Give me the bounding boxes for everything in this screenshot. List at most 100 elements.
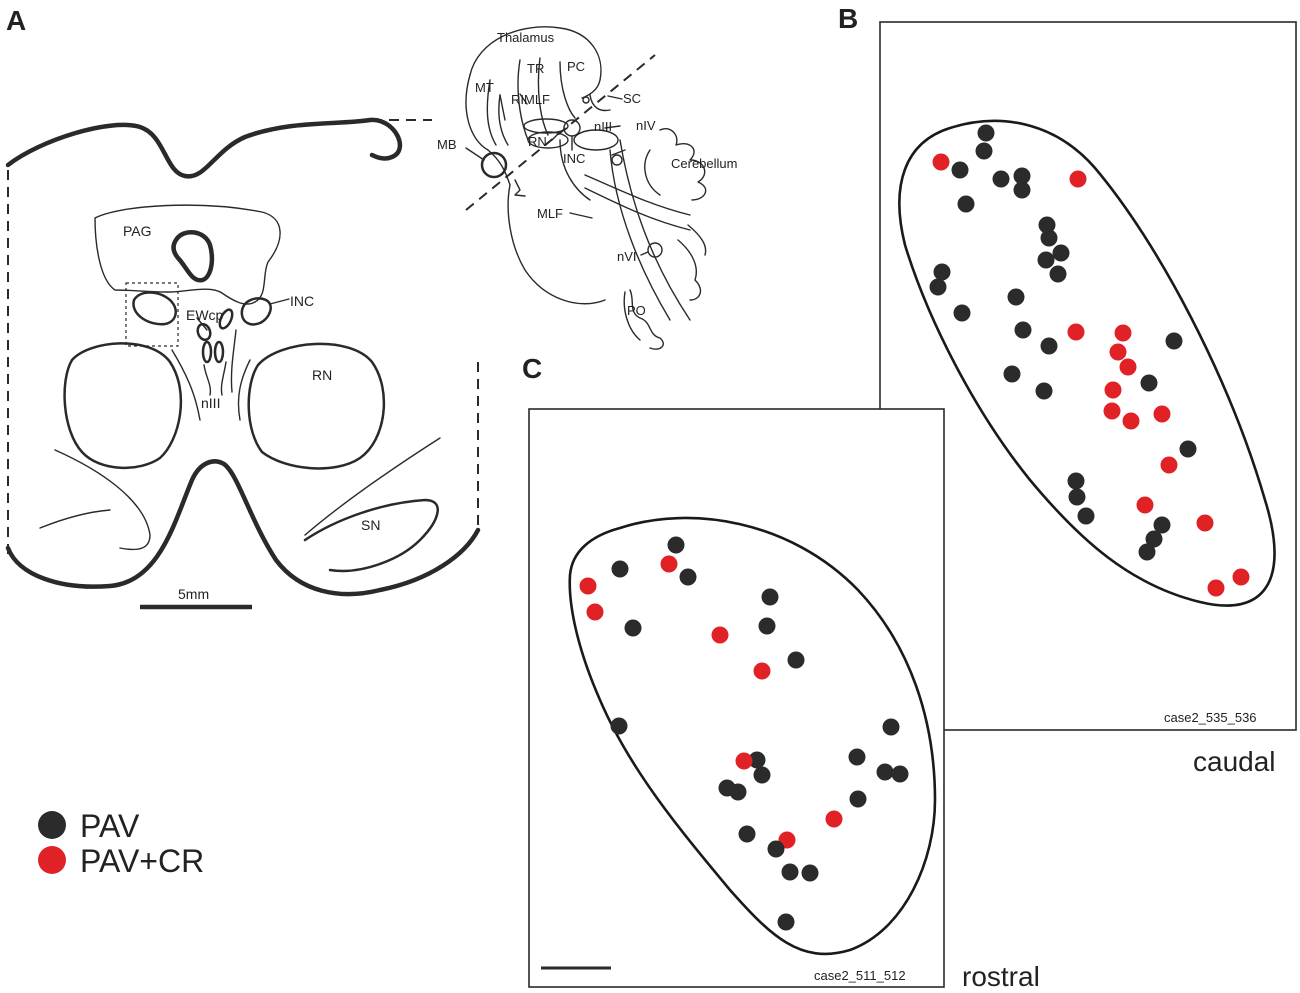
panel-c-pav-cell-24 bbox=[738, 825, 756, 843]
panel-b-pav-cell-34 bbox=[1067, 472, 1085, 490]
legend-marker-pav-cr bbox=[38, 846, 66, 874]
panel-c-pav-cr-cell-6 bbox=[586, 603, 604, 621]
panel-c-nucleus-outline bbox=[568, 516, 937, 956]
panel-c-pav-cell-17 bbox=[753, 766, 771, 784]
panel-b-pav-cell-11 bbox=[1052, 244, 1070, 262]
label-niv: nIV bbox=[636, 118, 656, 133]
panel-b-pav-cell-13 bbox=[1049, 265, 1067, 283]
panel-b-pav-cr-cell-30 bbox=[1153, 405, 1171, 423]
panel-b-pav-cell-37 bbox=[1077, 507, 1095, 525]
panel-c-frame bbox=[528, 408, 945, 988]
panel-c-pav-cr-cell-1 bbox=[660, 555, 678, 573]
label-pag: PAG bbox=[123, 223, 152, 239]
panel-c-pav-cell-22 bbox=[849, 790, 867, 808]
panel-c-pav-cell-18 bbox=[876, 763, 894, 781]
panel-c-direction: rostral bbox=[962, 961, 1040, 992]
panel-b-pav-cr-cell-42 bbox=[1232, 568, 1250, 586]
panel-c-pav-cr-cell-23 bbox=[825, 810, 843, 828]
panel-b-pav-cell-3 bbox=[951, 161, 969, 179]
label-thalamus: Thalamus bbox=[497, 30, 555, 45]
label-cerebellum: Cerebellum bbox=[671, 156, 737, 171]
panel-b-case-label: case2_535_536 bbox=[1164, 710, 1257, 725]
panel-c-pav-cell-16 bbox=[848, 748, 866, 766]
panel-b-pav-cr-cell-20 bbox=[1114, 324, 1132, 342]
label-rn-inset: RN bbox=[528, 134, 547, 149]
panel-b-pav-cell-23 bbox=[1165, 332, 1183, 350]
legend-marker-pav bbox=[38, 811, 66, 839]
panel-b-pav-cell-39 bbox=[1153, 516, 1171, 534]
panel-b-pav-cr-cell-36 bbox=[1136, 496, 1154, 514]
panel-b-cells bbox=[929, 124, 1250, 597]
panel-b-pav-cell-18 bbox=[1014, 321, 1032, 339]
panel-b-pav-cr-cell-7 bbox=[1069, 170, 1087, 188]
panel-b-pav-cr-cell-29 bbox=[1103, 402, 1121, 420]
panel-c-pav-cell-8 bbox=[758, 617, 776, 635]
rn-right bbox=[247, 342, 386, 470]
label-niii-inset: nIII bbox=[594, 119, 612, 134]
label-niii: nIII bbox=[201, 395, 220, 411]
panel-c-pav-cell-26 bbox=[767, 840, 785, 858]
panel-c-pav-cell-3 bbox=[679, 568, 697, 586]
panel-c-pav-cr-cell-9 bbox=[711, 626, 729, 644]
legend-label-pav-cr: PAV+CR bbox=[80, 843, 204, 879]
rn-left bbox=[63, 342, 183, 469]
label-inc: INC bbox=[290, 293, 314, 309]
label-rimlf: RIMLF bbox=[511, 92, 550, 107]
panel-c-pav-cell-29 bbox=[777, 913, 795, 931]
panel-b-pav-cell-0 bbox=[977, 124, 995, 142]
inc-nucleus bbox=[240, 297, 272, 326]
panel-b-pav-cell-15 bbox=[929, 278, 947, 296]
panel-c-pav-cell-2 bbox=[611, 560, 629, 578]
label-pc: PC bbox=[567, 59, 585, 74]
panel-b-pav-cell-21 bbox=[1040, 337, 1058, 355]
panel-letter-a: A bbox=[6, 5, 26, 36]
panel-letter-c: C bbox=[522, 353, 542, 384]
brainstem-section bbox=[5, 117, 481, 610]
panel-c-case-label: case2_511_512 bbox=[814, 968, 906, 983]
label-mlf: MLF bbox=[537, 206, 563, 221]
panel-b-pav-cr-cell-19 bbox=[1067, 323, 1085, 341]
panel-b-pav-cell-9 bbox=[1038, 216, 1056, 234]
panel-b-pav-cell-10 bbox=[1040, 229, 1058, 247]
panel-b-pav-cell-17 bbox=[953, 304, 971, 322]
label-rn: RN bbox=[312, 367, 332, 383]
panel-b-pav-cell-6 bbox=[1013, 181, 1031, 199]
label-tr: TR bbox=[527, 61, 544, 76]
panel-b-direction: caudal bbox=[1193, 746, 1276, 777]
panel-c-pav-cell-0 bbox=[667, 536, 685, 554]
panel-b-pav-cell-40 bbox=[1145, 530, 1163, 548]
panel-b-pav-cell-5 bbox=[1013, 167, 1031, 185]
panel-c-pav-cell-10 bbox=[787, 651, 805, 669]
label-po: PO bbox=[627, 303, 646, 318]
panel-b-pav-cell-14 bbox=[933, 263, 951, 281]
panel-b-pav-cell-4 bbox=[992, 170, 1010, 188]
scale-bar-label: 5mm bbox=[178, 586, 209, 602]
panel-b-pav-cell-16 bbox=[1007, 288, 1025, 306]
label-ewcp: EWcp bbox=[186, 307, 224, 323]
panel-b-pav-cr-cell-22 bbox=[1109, 343, 1127, 361]
dotted-roi-box bbox=[125, 282, 179, 347]
panel-c-pav-cell-5 bbox=[761, 588, 779, 606]
panel-b-pav-cr-cell-27 bbox=[1104, 381, 1122, 399]
panel-b-pav-cr-cell-38 bbox=[1196, 514, 1214, 532]
panel-letter-b: B bbox=[838, 3, 858, 34]
label-inc-inset: INC bbox=[563, 151, 585, 166]
panel-b-pav-cell-41 bbox=[1138, 543, 1156, 561]
panel-b-pav-cr-cell-31 bbox=[1122, 412, 1140, 430]
panel-c-pav-cr-cell-4 bbox=[579, 577, 597, 595]
panel-b-pav-cell-32 bbox=[1179, 440, 1197, 458]
panel-c-pav-cell-27 bbox=[781, 863, 799, 881]
panel-b-pav-cell-25 bbox=[1003, 365, 1021, 383]
label-sc: SC bbox=[623, 91, 641, 106]
panel-b-nucleus-outline bbox=[898, 119, 1276, 607]
panel-b-pav-cr-cell-2 bbox=[932, 153, 950, 171]
legend: PAV PAV+CR bbox=[38, 808, 204, 879]
label-sn: SN bbox=[361, 517, 380, 533]
panel-c-pav-cell-21 bbox=[729, 783, 747, 801]
panel-c-pav-cell-12 bbox=[610, 717, 628, 735]
panel-b-pav-cell-26 bbox=[1140, 374, 1158, 392]
panel-c-pav-cr-cell-15 bbox=[735, 752, 753, 770]
panel-c-pav-cell-28 bbox=[801, 864, 819, 882]
section-plane-line bbox=[465, 54, 656, 211]
